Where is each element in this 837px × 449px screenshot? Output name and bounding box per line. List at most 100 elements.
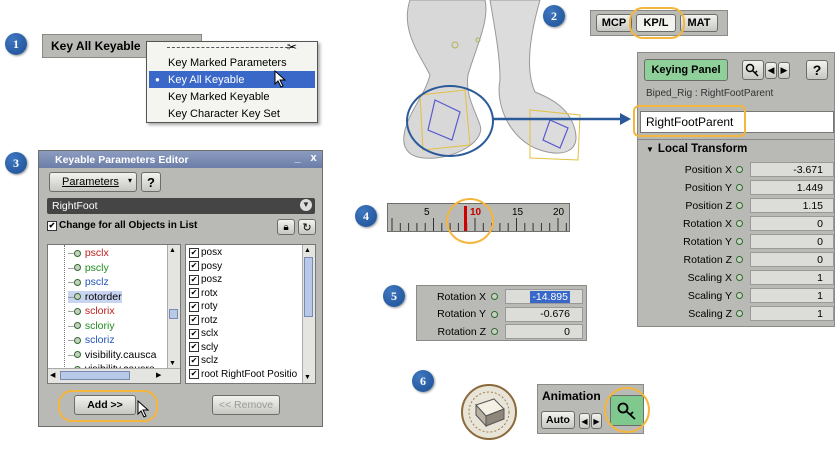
timeline[interactable]: 5 10 15 20 <box>387 203 570 232</box>
key-indicator-icon[interactable] <box>736 256 743 263</box>
item-checkbox-icon[interactable]: ✔ <box>189 328 199 339</box>
param-value-field[interactable]: 0 <box>750 252 834 267</box>
item-checkbox-icon[interactable]: ✔ <box>189 355 199 366</box>
left-horizontal-scrollbar[interactable]: ◀ ▶ <box>48 368 180 383</box>
key-indicator-icon[interactable] <box>736 238 743 245</box>
left-list-item[interactable]: – visibility.causca <box>68 348 157 361</box>
item-checkbox-icon[interactable]: ✔ <box>189 261 199 271</box>
help-button[interactable]: ? <box>806 60 828 80</box>
refresh-icon[interactable]: ↻ <box>298 219 316 235</box>
auto-key-button[interactable]: Auto <box>541 411 575 429</box>
menu-item-key-marked-parameters[interactable]: Key Marked Parameters <box>168 56 287 69</box>
previous-key-arrow-icon[interactable]: ◀ <box>765 62 777 79</box>
item-checkbox-icon[interactable]: ✔ <box>189 274 199 285</box>
object-name-field[interactable]: RightFootParent <box>640 111 834 133</box>
right-list-item[interactable]: ✔posx <box>189 247 223 258</box>
minimize-button[interactable]: _ <box>294 152 301 164</box>
menu-item-key-character-key-set[interactable]: Key Character Key Set <box>168 107 280 120</box>
h-scroll-thumb[interactable] <box>60 371 130 380</box>
parameters-menu-button[interactable]: Parameters ▾ <box>49 172 137 192</box>
rotation-key-indicator-icon[interactable] <box>491 328 498 335</box>
left-list-item[interactable]: – sclorix <box>68 305 115 317</box>
param-value-field[interactable]: 1 <box>750 288 834 303</box>
menu-tearoff-line[interactable] <box>167 47 293 48</box>
param-value-field[interactable]: 0 <box>750 216 834 231</box>
available-params-list[interactable]: – psclx – pscly – psclz – rotorder – sclorix… <box>47 244 181 384</box>
set-key-button[interactable] <box>610 395 644 426</box>
lock-icon[interactable]: 🔒︎ <box>277 219 295 235</box>
item-checkbox-icon[interactable]: ✔ <box>189 315 199 325</box>
left-list-item[interactable]: – rotorder <box>68 290 122 303</box>
param-value-field[interactable]: 0 <box>750 234 834 249</box>
rotation-key-indicator-icon[interactable] <box>491 310 498 318</box>
item-checkbox-icon[interactable]: ✔ <box>189 301 199 312</box>
tab-kp-l[interactable]: KP/L <box>636 14 676 32</box>
right-scroll-thumb[interactable] <box>304 257 313 317</box>
add-button[interactable]: Add >> <box>74 395 136 415</box>
rotation-value-field[interactable]: -0.676 <box>505 306 583 322</box>
keyable-params-list[interactable]: ✔posx ✔posy ✔posz ✔rotx ✔roty ✔rotz ✔sclx ✔scly… <box>185 244 316 384</box>
key-icon[interactable] <box>742 60 764 80</box>
scroll-up-icon[interactable]: ▲ <box>169 247 176 254</box>
scissors-icon[interactable]: ✂ <box>287 40 298 54</box>
param-value-field[interactable]: 1.15 <box>750 198 834 213</box>
right-list-item[interactable]: ✔posy <box>189 260 223 272</box>
right-list-item[interactable]: ✔roty <box>189 301 218 312</box>
key-indicator-icon[interactable] <box>736 292 743 299</box>
right-list-item[interactable]: ✔sclx <box>189 328 219 339</box>
param-value-field[interactable]: 1 <box>750 270 834 285</box>
left-list-item[interactable]: – psclx <box>68 247 109 259</box>
anim-prev-arrow-icon[interactable]: ◀ <box>579 413 590 429</box>
left-list-item[interactable]: – pscly <box>68 261 109 274</box>
rotation-value-field[interactable]: 0 <box>505 324 583 339</box>
scroll-right-icon[interactable]: ▶ <box>156 372 162 379</box>
tab-mat[interactable]: MAT <box>680 14 718 32</box>
next-key-arrow-icon[interactable]: ▶ <box>778 62 790 79</box>
editor-help-button[interactable]: ? <box>141 172 161 192</box>
param-label: Scaling X <box>687 271 732 284</box>
left-list-item[interactable]: – scloriz <box>68 334 115 346</box>
anim-next-arrow-icon[interactable]: ▶ <box>591 413 602 429</box>
key-indicator-icon[interactable] <box>736 310 743 317</box>
scroll-left-icon[interactable]: ◀ <box>50 372 56 379</box>
change-all-checkbox[interactable]: ✔ Change for all Objects in List <box>47 220 198 231</box>
tab-mcp[interactable]: MCP <box>596 14 632 32</box>
left-list-item[interactable]: – psclz <box>68 276 109 288</box>
right-scroll-down-icon[interactable]: ▼ <box>304 374 311 381</box>
current-frame-marker[interactable] <box>464 206 467 231</box>
right-scroll-up-icon[interactable]: ▲ <box>304 247 311 254</box>
key-indicator-icon[interactable] <box>736 220 743 227</box>
scroll-down-icon[interactable]: ▼ <box>169 360 176 367</box>
keying-panel-button[interactable]: Keying Panel <box>644 59 728 81</box>
menu-item-key-marked-keyable[interactable]: Key Marked Keyable <box>168 90 270 103</box>
left-list-item[interactable]: – scloriy <box>68 319 115 332</box>
close-button[interactable]: x <box>310 152 317 164</box>
param-value-field[interactable]: 1 <box>750 306 834 321</box>
object-dropdown[interactable]: RightFoot ▼ <box>47 198 315 214</box>
right-list-item[interactable]: ✔root RightFoot Positio <box>189 368 298 380</box>
right-list-item[interactable]: ✔rotz <box>189 314 218 326</box>
menu-item-key-all-keyable[interactable]: ● Key All Keyable <box>149 71 315 88</box>
item-checkbox-icon[interactable]: ✔ <box>189 342 199 352</box>
right-list-item[interactable]: ✔rotx <box>189 287 218 299</box>
param-value-field[interactable]: -3.671 <box>750 162 834 177</box>
right-list-item[interactable]: ✔posz <box>189 274 223 285</box>
item-checkbox-icon[interactable]: ✔ <box>189 247 199 258</box>
key-indicator-icon[interactable] <box>736 274 743 281</box>
right-list-item[interactable]: ✔sclz <box>189 355 219 366</box>
key-indicator-icon[interactable] <box>736 202 743 209</box>
item-checkbox-icon[interactable]: ✔ <box>189 369 199 379</box>
left-vertical-scrollbar[interactable]: ▲ ▼ <box>167 245 180 369</box>
rotation-value-field[interactable]: -14.895 <box>505 289 583 304</box>
rotation-key-indicator-icon[interactable] <box>491 293 498 300</box>
editor-title-bar[interactable]: Keyable Parameters Editor <box>39 151 322 168</box>
scroll-thumb[interactable] <box>169 309 178 319</box>
right-list-item[interactable]: ✔scly <box>189 341 219 353</box>
key-indicator-icon[interactable] <box>736 166 743 173</box>
remove-button[interactable]: << Remove <box>212 395 280 415</box>
key-indicator-icon[interactable] <box>736 184 743 191</box>
param-value-field[interactable]: 1.449 <box>750 180 834 195</box>
right-vertical-scrollbar[interactable]: ▲ ▼ <box>302 245 315 383</box>
item-checkbox-icon[interactable]: ✔ <box>189 288 199 298</box>
local-transform-section[interactable]: ▼ Local Transform <box>646 143 748 155</box>
